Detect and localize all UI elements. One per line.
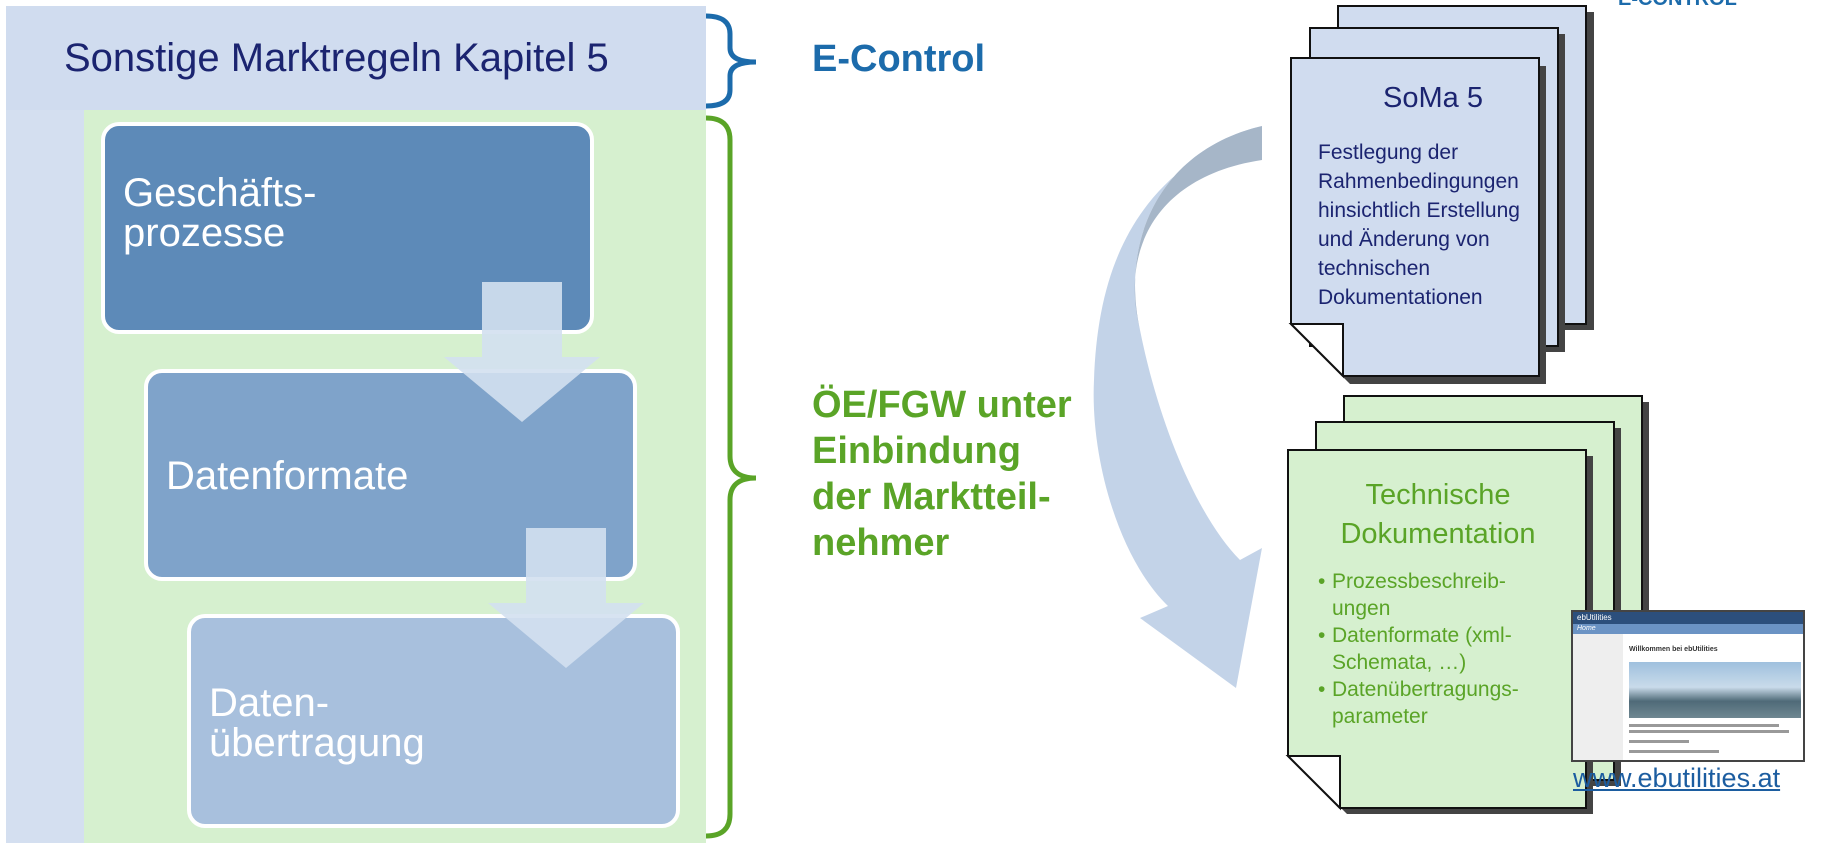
tech-doc-list: Prozessbeschreib- ungen Datenformate (xm… <box>1318 568 1568 730</box>
list-item-line2: parameter <box>1332 705 1428 728</box>
tech-title-line2: Dokumentation <box>1340 518 1536 550</box>
website-brand-bar: ebUtilities <box>1573 612 1803 624</box>
soma-desc-line: technischen <box>1318 257 1431 280</box>
website-sidebar <box>1573 634 1623 760</box>
title-bar <box>6 6 706 110</box>
curved-arrow-top <box>1134 126 1262 330</box>
website-text-line <box>1629 740 1689 743</box>
process-label-line2: prozesse <box>123 211 286 255</box>
list-item-line1: Datenübertragungs- <box>1332 678 1519 701</box>
list-item-line2: ungen <box>1332 597 1391 620</box>
website-nav-bar: Home <box>1573 624 1803 634</box>
website-text-line <box>1629 730 1789 733</box>
website-text-line <box>1629 750 1719 753</box>
process-label-line1: Geschäfts- <box>123 171 317 215</box>
oe-label-line1: ÖE/FGW unter <box>812 384 1072 426</box>
process-label-line1: Daten- <box>209 681 330 725</box>
process-box-datenuebertragung: Daten- übertragung <box>187 614 680 828</box>
soma-desc-line: Festlegung der <box>1318 141 1459 164</box>
soma-desc-line: hinsichtlich Erstellung <box>1318 199 1520 222</box>
website-lake-photo <box>1629 662 1801 718</box>
process-box-geschaeftsprozesse: Geschäfts- prozesse <box>101 122 594 334</box>
website-heading: Willkommen bei ebUtilities <box>1629 646 1718 653</box>
website-screenshot: ebUtilities Home Willkommen bei ebUtilit… <box>1571 610 1805 762</box>
list-item: Datenübertragungs- parameter <box>1318 676 1568 730</box>
brace-oe <box>705 115 757 839</box>
list-item-line1: Datenformate (xml- <box>1332 624 1512 647</box>
tech-title-line1: Technische <box>1365 479 1511 511</box>
tech-doc-title: Technische Dokumentation <box>1303 476 1573 554</box>
soma-document-stack <box>1288 5 1594 384</box>
econtrol-logo: E-CONTROL <box>1618 0 1737 11</box>
soma-description: Festlegung der Rahmenbedingungen hinsich… <box>1318 138 1558 312</box>
oe-label-line2: Einbindung <box>812 430 1021 472</box>
soma-title: SoMa 5 <box>1383 82 1483 114</box>
process-label-line1: Datenformate <box>166 454 409 498</box>
list-item-line1: Prozessbeschreib- <box>1332 570 1506 593</box>
econtrol-label: E-Control <box>812 38 986 80</box>
oe-label-line4: nehmer <box>812 522 950 564</box>
process-label-line2: übertragung <box>209 721 425 765</box>
flow-arrow-1 <box>444 282 600 422</box>
panel-title: Sonstige Marktregeln Kapitel 5 <box>64 36 609 80</box>
list-item: Datenformate (xml- Schemata, …) <box>1318 622 1568 676</box>
soma-desc-line: Dokumentationen <box>1318 286 1483 309</box>
brace-econtrol <box>705 13 757 109</box>
website-url-link[interactable]: www.ebutilities.at <box>1573 763 1781 793</box>
curved-arrow <box>1093 126 1262 688</box>
soma-desc-line: und Änderung von <box>1318 228 1490 251</box>
flow-arrow-2 <box>488 528 644 668</box>
oe-label-line3: der Marktteil- <box>812 476 1051 518</box>
list-item: Prozessbeschreib- ungen <box>1318 568 1568 622</box>
website-text-line <box>1629 724 1779 727</box>
list-item-line2: Schemata, …) <box>1332 651 1467 674</box>
soma-desc-line: Rahmenbedingungen <box>1318 170 1519 193</box>
oe-fgw-label: ÖE/FGW unter Einbindung der Marktteil- n… <box>812 382 1072 566</box>
